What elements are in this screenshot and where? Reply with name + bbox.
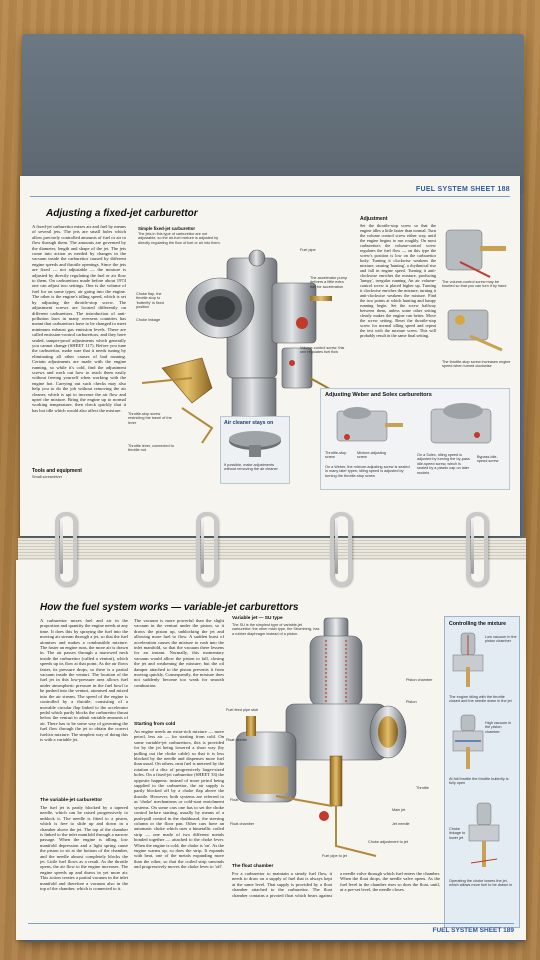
mixture-panel-title: Controlling the mixture — [449, 621, 507, 627]
mix-label-high-vacuum: High vacuum in the piston chamber — [485, 721, 512, 734]
binder-ring-1 — [55, 512, 77, 586]
weber-label-throttle-stop: Throttle-stop screw — [325, 451, 347, 460]
page-edges — [18, 538, 526, 560]
label-choke-flap: Choke flap, the throttle stop to 'butter… — [136, 292, 164, 310]
controlling-mixture-panel: Controlling the mixture Low vacuum in th… — [444, 616, 520, 928]
su-label-float-needle: Float needle — [226, 738, 247, 742]
variable-jet-heading: The variable-jet carburettor — [40, 798, 103, 803]
su-label-main-jet: Main jet — [392, 808, 406, 812]
weber-solex-title: Adjusting Weber and Solex carburettors — [325, 392, 432, 398]
binder-ring-2 — [196, 512, 218, 586]
ring-highlight-4 — [471, 518, 474, 574]
air-cleaner-box: Air cleaner stays on If possible, make a… — [220, 416, 290, 484]
su-label-jet-needle: Jet needle — [392, 822, 410, 826]
mix-label-low-vacuum: Low vacuum in the piston chamber — [485, 635, 517, 644]
mix-label-full-throttle: At full throttle the throttle butterfly … — [449, 777, 509, 786]
float-chamber-heading: The float chamber — [232, 864, 274, 869]
page-footer: FUEL SYSTEM SHEET 189 — [432, 927, 514, 934]
su-label-piston: Piston — [406, 700, 417, 704]
mix-label-choke-linkage: Choke linkage to lower jet — [449, 827, 466, 840]
page-header: FUEL SYSTEM SHEET 188 — [415, 186, 510, 193]
label-volume-control: Volume-control screw: this one regulates… — [300, 346, 345, 355]
fixed-jet-carburettor-illustration — [141, 249, 338, 444]
su-label-float-chamber: Float chamber — [230, 822, 255, 826]
binder-ring-3 — [330, 512, 352, 586]
adjustment-heading: Adjustment — [360, 216, 388, 222]
bottom-page: How the fuel system works — variable-jet… — [16, 560, 526, 940]
su-box-title: Variable jet — SU type — [232, 616, 283, 621]
solex-carburettor-illustration — [430, 403, 492, 444]
weber-note: On a Weber, the mixture-adjusting screw … — [325, 465, 410, 478]
air-cleaner-text: If possible, make adjustments without re… — [224, 463, 278, 472]
mix-label-idling: The engine idling with the throttle clos… — [449, 695, 512, 704]
bottom-page-title: How the fuel system works — variable-jet… — [40, 602, 299, 613]
top-page: FUEL SYSTEM SHEET 188 Adjusting a fixed-… — [20, 176, 520, 536]
weber-solex-box: Adjusting Weber and Solex carburettors T… — [320, 388, 510, 490]
su-label-float: Float — [230, 798, 239, 802]
mix-label-choke-operation: Operating the choke lowers the jet, whic… — [449, 879, 513, 888]
label-accelerator-pump: The accelerator pump delivers a little e… — [310, 276, 347, 289]
bottom-column-1b: The fuel jet is partly blocked by a tape… — [40, 805, 128, 892]
mixture-choke-illustration — [468, 802, 500, 867]
bottom-column-2: The vacuum is more powerful than the sli… — [134, 618, 224, 688]
air-cleaner-illustration — [229, 431, 281, 457]
label-throttle-lever: Throttle lever, connected to throttle ro… — [128, 444, 174, 453]
bottom-column-2b: An engine needs an extra-rich mixture — … — [134, 729, 224, 870]
air-cleaner-title: Air cleaner stays on — [224, 420, 274, 426]
float-chamber-text: For a carburettor to maintain a steady f… — [232, 871, 440, 898]
footer-rule — [28, 923, 514, 924]
label-choke-linkage: Choke linkage — [136, 318, 161, 322]
ring-highlight-3 — [335, 518, 338, 574]
simple-carb-text: The jets in this type of carburettor are… — [138, 232, 221, 245]
su-label-fuel-feed: Fuel feed pipe stub — [226, 708, 259, 712]
weber-carburettor-illustration — [336, 407, 403, 442]
solex-note: On a Solex, idling speed is adjusted by … — [417, 453, 470, 475]
label-throttle-stop: Throttle-stop screw restricting the trav… — [128, 412, 172, 425]
su-label-choke-adjustment: Choke adjustment to jet — [368, 840, 408, 844]
page-title: Adjusting a fixed-jet carburettor — [46, 208, 198, 219]
throttle-stop-illustration — [447, 309, 503, 352]
mixture-full-throttle-illustration — [452, 714, 484, 769]
ring-highlight-1 — [60, 518, 63, 574]
header-rule — [30, 196, 510, 197]
bottom-column-1: A carburettor mixes fuel and air in the … — [40, 618, 128, 742]
adjustment-text: Set the throttle-stop screw so that the … — [360, 223, 436, 338]
su-label-piston-chamber: Piston chamber — [406, 678, 433, 682]
simple-carb-title: Simple fixed-jet carburettor — [138, 226, 196, 231]
label-volume-screw-knurled: The volume-control screw may be knurled … — [442, 280, 507, 289]
starting-cold-heading: Starting from cold — [134, 722, 176, 727]
su-label-fuel-pipe: Fuel pipe to jet — [322, 854, 347, 858]
su-label-throttle: Throttle — [416, 786, 429, 790]
label-fuel-pipe: Fuel pipe — [300, 248, 316, 252]
ring-highlight-2 — [201, 518, 204, 574]
weber-label-mixture: Mixture-adjusting screw — [357, 451, 386, 460]
solex-bypass-label: Bypass idle-speed screw — [477, 455, 499, 464]
mixture-idle-illustration — [452, 632, 484, 687]
tools-text: Small screwdriver — [32, 475, 62, 479]
label-throttle-stop-screw: The throttle-stop screw increases engine… — [442, 360, 511, 369]
binder-top-flap — [22, 34, 524, 194]
tools-heading: Tools and equipment — [32, 468, 82, 474]
body-column-1: A fixed-jet carburettor mixes air and fu… — [32, 224, 126, 413]
su-box-text: The SU is the simplest type of variable-… — [232, 623, 320, 636]
volume-screw-illustration — [445, 229, 506, 278]
binder-ring-4 — [466, 512, 488, 586]
su-carburettor-illustration — [235, 617, 407, 857]
